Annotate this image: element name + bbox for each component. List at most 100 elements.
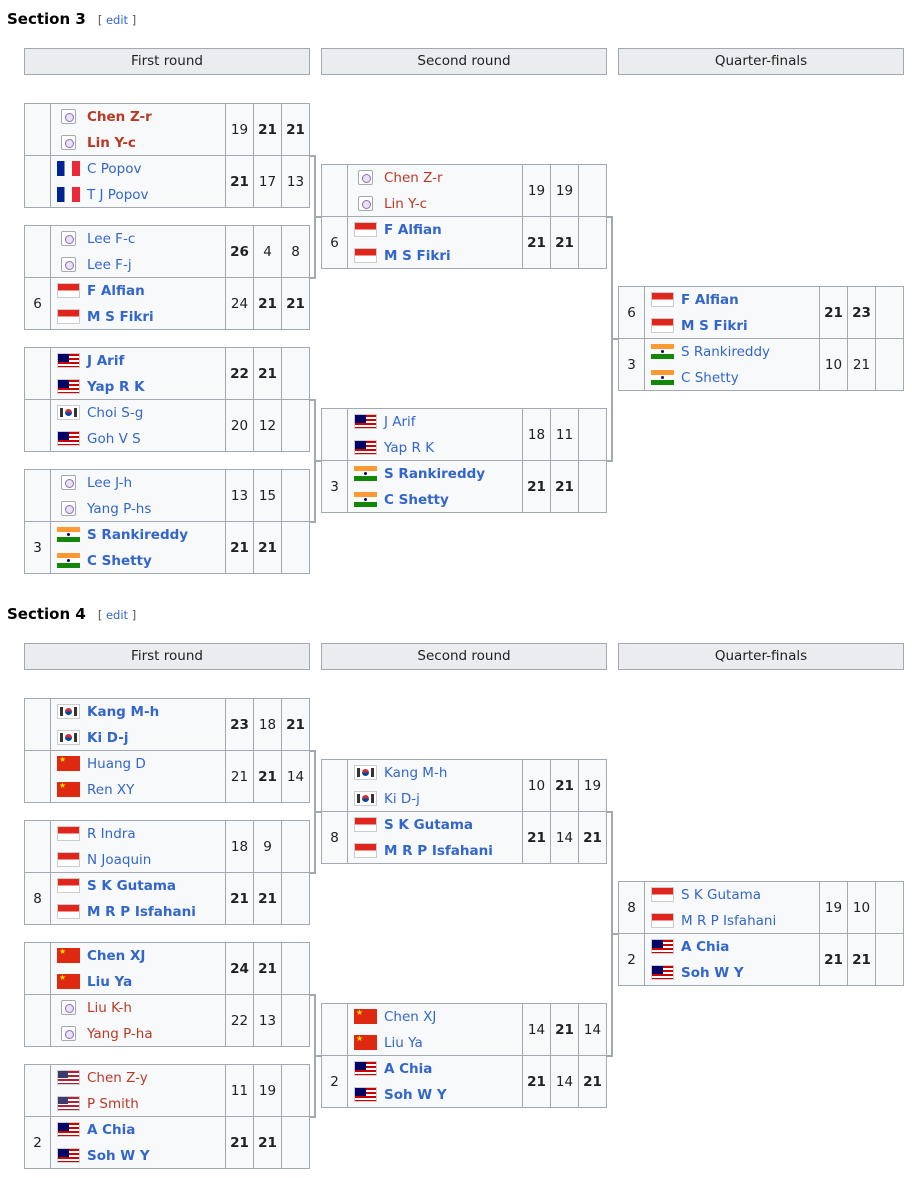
player-link[interactable]: F Alfian (384, 222, 442, 238)
game-score: 21 (550, 217, 578, 268)
player-link[interactable]: Yap R K (87, 379, 145, 395)
player-row: R Indra (52, 821, 136, 847)
player-row: S Rankireddy (349, 461, 485, 487)
player-link[interactable]: C Shetty (681, 370, 739, 386)
player-link[interactable]: Chen Z-r (384, 170, 443, 186)
game-score: 21 (253, 943, 281, 994)
player-row: S K Gutama (52, 873, 176, 899)
india-flag-icon (651, 370, 674, 385)
player-link[interactable]: S Rankireddy (384, 466, 486, 482)
player-link[interactable]: S K Gutama (384, 817, 474, 833)
player-link[interactable]: Kang M-h (87, 704, 160, 720)
player-link[interactable]: C Popov (87, 161, 142, 177)
player-link[interactable]: C Shetty (87, 553, 152, 569)
player-link[interactable]: Goh V S (87, 431, 141, 447)
player-link[interactable]: Chen Z-y (87, 1070, 148, 1086)
player-link[interactable]: M R P Isfahani (87, 904, 196, 920)
player-link[interactable]: Soh W Y (681, 965, 744, 981)
player-link[interactable]: P Smith (87, 1096, 139, 1112)
player-link[interactable]: Soh W Y (384, 1087, 447, 1103)
game-score: 21 (281, 278, 309, 329)
player-link[interactable]: A Chia (681, 939, 730, 955)
player-link[interactable]: M S Fikri (384, 248, 451, 264)
section-heading: Section 4[ edit ] (7, 605, 136, 623)
player-link[interactable]: Chen XJ (87, 948, 146, 964)
player-link[interactable]: Yang P-hs (87, 501, 152, 517)
malaysia-flag-icon (354, 1087, 377, 1102)
player-row: A Chia (52, 1117, 135, 1143)
player-link[interactable]: M S Fikri (681, 318, 748, 334)
player-link[interactable]: M R P Isfahani (384, 843, 493, 859)
player-row: C Shetty (349, 487, 449, 513)
player-row: Yang P-hs (52, 496, 151, 522)
player-link[interactable]: Liu Ya (87, 974, 133, 990)
player-row: M R P Isfahani (52, 899, 196, 925)
player-row: F Alfian (646, 287, 739, 313)
player-link[interactable]: R Indra (87, 826, 136, 842)
player-link[interactable]: F Alfian (87, 283, 145, 299)
player-link[interactable]: Choi S-g (87, 405, 144, 421)
player-link[interactable]: M R P Isfahani (681, 913, 777, 929)
player-row: M S Fikri (349, 243, 451, 269)
chinese-taipei-flag-icon (61, 231, 76, 246)
player-link[interactable]: Huang D (87, 756, 146, 772)
player-names: S Rankireddy C Shetty (349, 461, 522, 512)
player-link[interactable]: S K Gutama (87, 878, 177, 894)
player-row: Ki D-j (52, 725, 128, 751)
player-link[interactable]: T J Popov (87, 187, 149, 203)
player-row: Liu Ya (349, 1030, 423, 1056)
game-score: 21 (225, 522, 253, 573)
player-row: M R P Isfahani (646, 908, 776, 934)
player-link[interactable]: M S Fikri (87, 309, 154, 325)
player-link[interactable]: A Chia (87, 1122, 136, 1138)
player-link[interactable]: Kang M-h (384, 765, 448, 781)
player-link[interactable]: Yang P-ha (87, 1026, 153, 1042)
game-score: 14 (281, 751, 309, 802)
bracket-connector (314, 460, 321, 462)
player-link[interactable]: Ren XY (87, 782, 135, 798)
chinese-taipei-flag-icon (358, 196, 373, 211)
player-link[interactable]: Lee J-h (87, 475, 133, 491)
player-link[interactable]: S Rankireddy (87, 527, 189, 543)
seed-number (25, 470, 51, 521)
player-row: Lin Y-c (52, 130, 136, 156)
player-link[interactable]: Liu K-h (87, 1000, 132, 1016)
player-link[interactable]: A Chia (384, 1061, 433, 1077)
player-link[interactable]: J Arif (384, 414, 416, 430)
player-link[interactable]: J Arif (87, 353, 125, 369)
france-flag-icon (57, 161, 80, 176)
game-score: 9 (253, 821, 281, 872)
player-link[interactable]: Ki D-j (384, 791, 420, 807)
player-link[interactable]: Lin Y-c (384, 196, 428, 212)
player-link[interactable]: Yap R K (384, 440, 435, 456)
edit-link[interactable]: edit (105, 13, 129, 27)
seed-number (25, 943, 51, 994)
game-score: 20 (225, 400, 253, 451)
bracket-connector (607, 216, 613, 218)
player-row: Lee F-j (52, 252, 132, 278)
player-link[interactable]: S Rankireddy (681, 344, 771, 360)
game-score: 21 (225, 751, 253, 802)
player-link[interactable]: F Alfian (681, 292, 739, 308)
player-link[interactable]: Chen XJ (384, 1009, 437, 1025)
player-link[interactable]: Lee F-j (87, 257, 132, 273)
malaysia-flag-icon (354, 1061, 377, 1076)
player-link[interactable]: Liu Ya (384, 1035, 423, 1051)
player-link[interactable]: Soh W Y (87, 1148, 150, 1164)
player-link[interactable]: Lin Y-c (87, 135, 136, 151)
player-link[interactable]: Chen Z-r (87, 109, 152, 125)
player-link[interactable]: N Joaquin (87, 852, 152, 868)
player-link[interactable]: S K Gutama (681, 887, 762, 903)
edit-link[interactable]: edit (105, 608, 129, 622)
player-link[interactable]: Lee F-c (87, 231, 136, 247)
player-link[interactable]: Ki D-j (87, 730, 129, 746)
player-link[interactable]: C Shetty (384, 492, 449, 508)
game-score: 8 (281, 226, 309, 277)
